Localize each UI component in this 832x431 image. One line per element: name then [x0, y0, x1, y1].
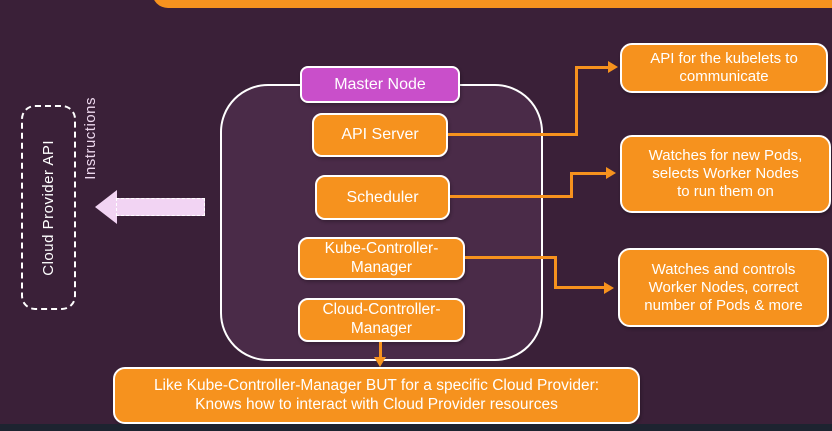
connector-kcm-v	[554, 256, 557, 289]
component-cloud-controller-manager: Cloud-Controller- Manager	[298, 298, 465, 342]
instructions-label-wrap: Instructions	[74, 92, 106, 184]
cloud-controller-note: Like Kube-Controller-Manager BUT for a s…	[113, 367, 640, 424]
connector-kcm-h1	[465, 256, 557, 259]
connector-scheduler-arrow-icon	[606, 167, 616, 179]
top-orange-strip	[152, 0, 832, 8]
instructions-arrow-body	[116, 198, 205, 216]
cloud-provider-api-label: Cloud Provider API	[40, 139, 57, 276]
master-node-title: Master Node	[300, 66, 460, 103]
connector-scheduler-h2	[570, 172, 608, 175]
annotation-api-kubelets: API for the kubelets to communicate	[620, 43, 828, 93]
component-scheduler: Scheduler	[315, 175, 450, 220]
connector-ccm-arrow-icon	[374, 357, 386, 367]
connector-api-server-arrow-icon	[608, 61, 618, 73]
connector-scheduler-v	[570, 172, 573, 198]
connector-api-server-h2	[575, 66, 610, 69]
connector-kcm-arrow-icon	[604, 282, 614, 294]
connector-kcm-h2	[554, 286, 606, 289]
connector-ccm-v	[379, 342, 382, 358]
component-kube-controller-manager: Kube-Controller- Manager	[298, 237, 465, 280]
annotation-scheduler-pods: Watches for new Pods, selects Worker Nod…	[620, 135, 831, 213]
instructions-arrow-head-icon	[95, 190, 117, 224]
connector-scheduler-h1	[450, 195, 573, 198]
instructions-label: Instructions	[81, 96, 99, 180]
component-api-server: API Server	[312, 113, 448, 157]
connector-api-server-h1	[448, 133, 578, 136]
annotation-controller-watch: Watches and controls Worker Nodes, corre…	[618, 248, 829, 327]
connector-api-server-v	[575, 66, 578, 136]
cloud-provider-api-box: Cloud Provider API	[21, 105, 76, 310]
bottom-dark-bar	[0, 424, 832, 431]
